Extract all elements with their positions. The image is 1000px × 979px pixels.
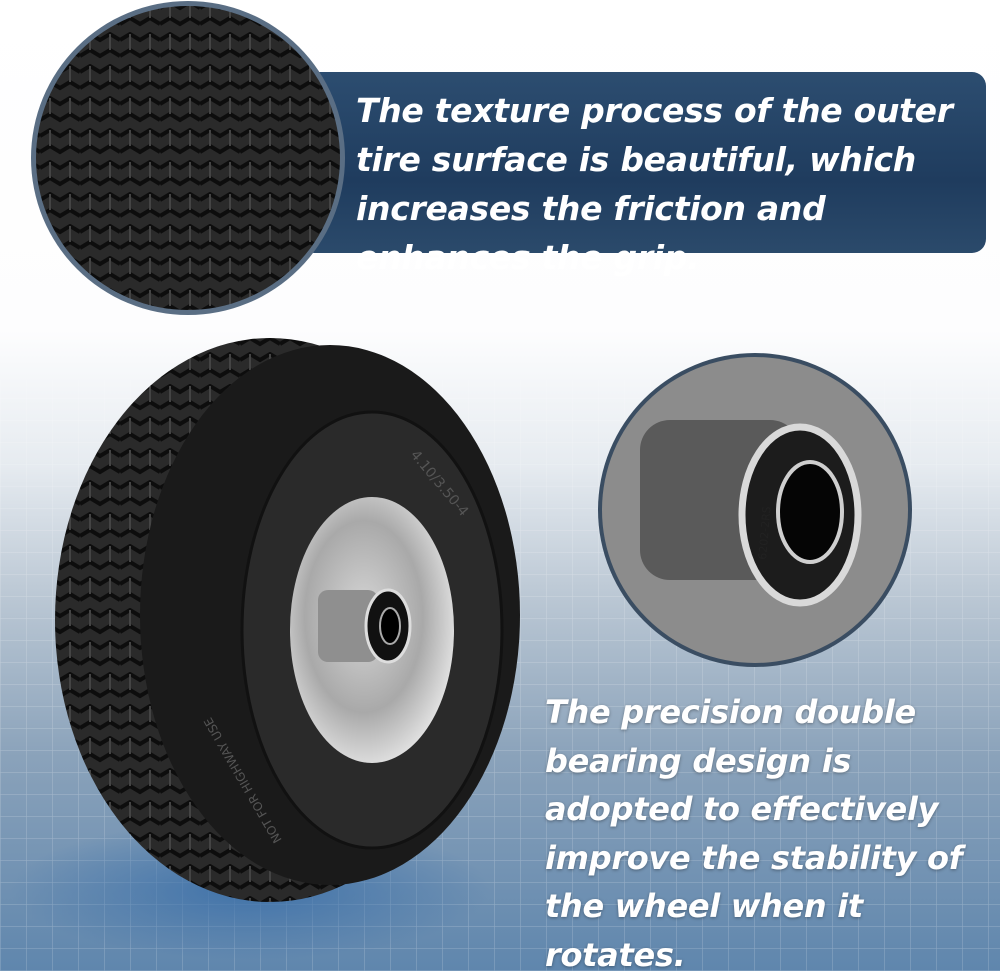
tread-closeup <box>31 1 345 315</box>
main-wheel: 4.10/3.50-4 NOT FOR HIGHWAY USE <box>55 338 520 902</box>
top-caption: The texture process of the outer tire su… <box>356 91 953 277</box>
bearing-code-marking: 6202-2RS <box>756 506 774 561</box>
caption-banner <box>300 72 986 253</box>
bottom-caption: The precision double bearing design is a… <box>545 693 963 974</box>
bearing-closeup: 6202-2RS <box>598 353 912 667</box>
